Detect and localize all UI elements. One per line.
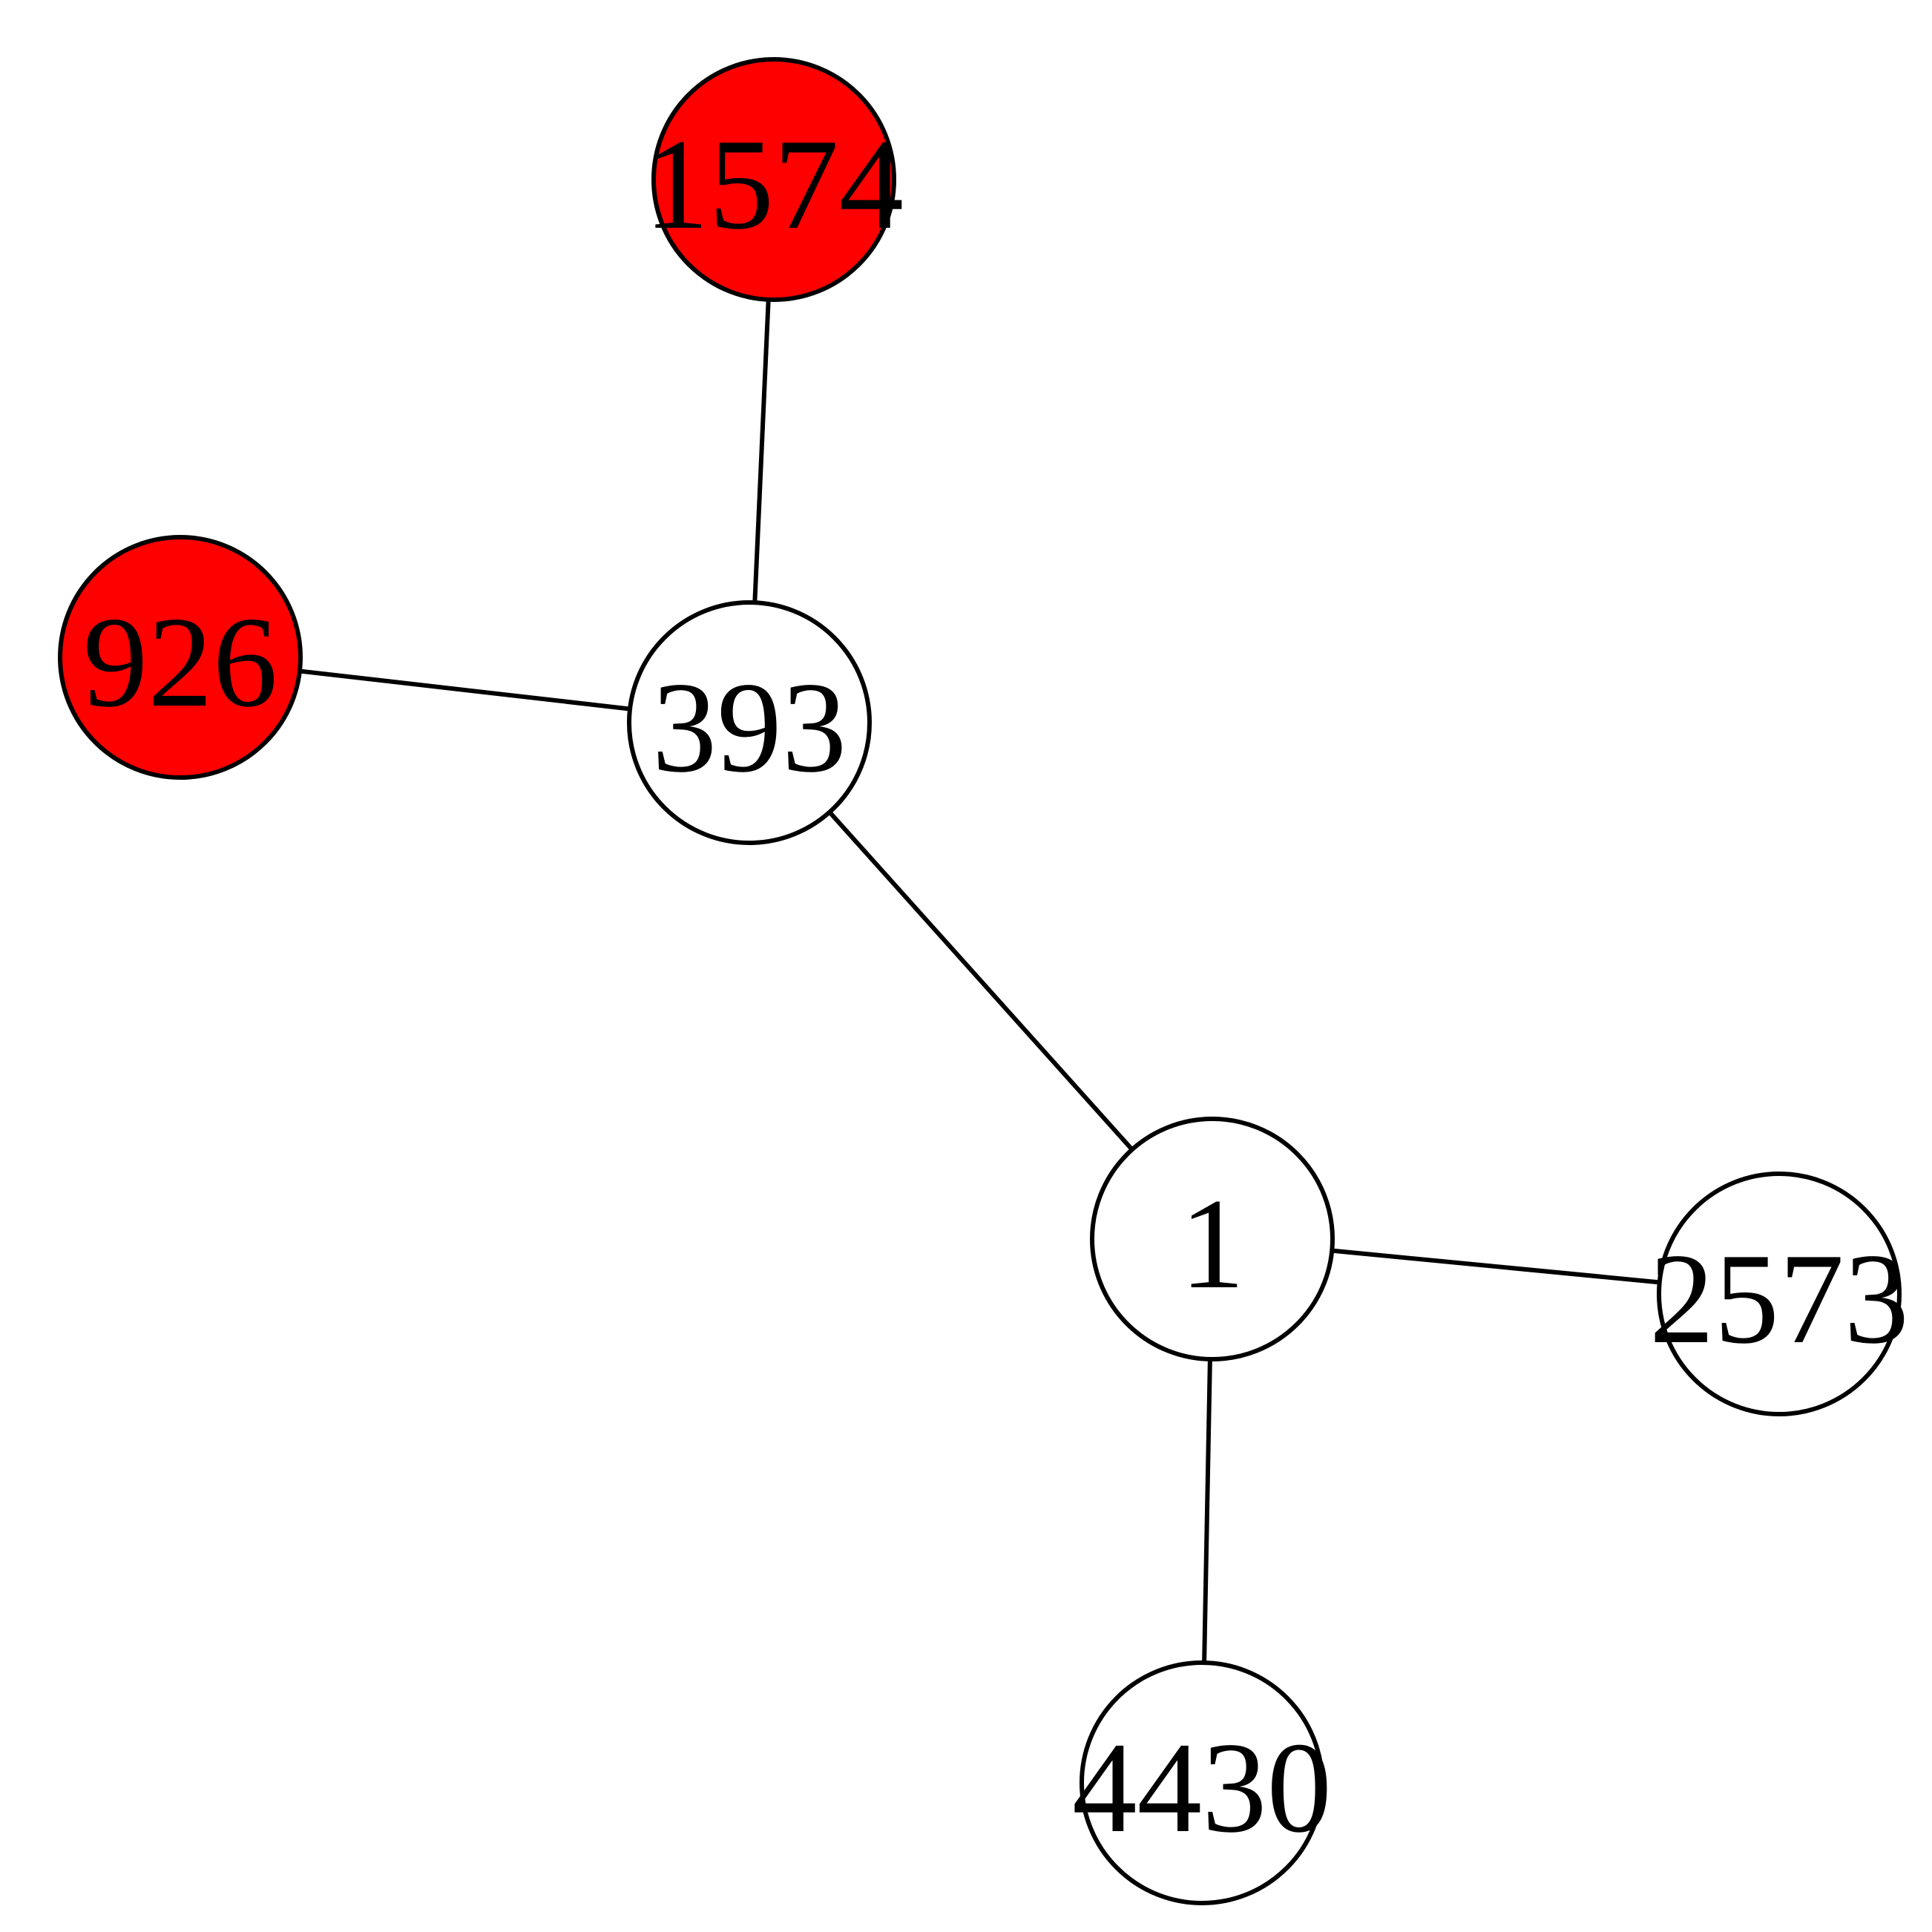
node-label-393: 393 xyxy=(652,655,847,799)
node-label-4430: 4430 xyxy=(1072,1715,1332,1859)
node-circle-1 xyxy=(1090,1117,1335,1361)
node-label-1574: 1574 xyxy=(644,112,904,256)
edge-layer xyxy=(180,179,1780,1784)
node-label-1: 1 xyxy=(1180,1172,1245,1315)
node-label-926: 926 xyxy=(83,590,278,734)
node-circle-393 xyxy=(627,600,872,845)
node-circle-926 xyxy=(58,535,303,780)
node-circle-1574 xyxy=(651,57,896,302)
node-circle-2573 xyxy=(1657,1172,1902,1416)
node-1: 1 xyxy=(1090,1117,1335,1361)
node-393: 393 xyxy=(627,600,872,845)
node-4430: 4430 xyxy=(1072,1660,1332,1905)
node-2573: 2573 xyxy=(1649,1172,1909,1416)
node-926: 926 xyxy=(58,535,303,780)
node-circle-4430 xyxy=(1080,1660,1324,1905)
node-label-2573: 2573 xyxy=(1649,1226,1909,1370)
node-1574: 1574 xyxy=(644,57,904,302)
node-layer: 1574 926 393 1 2573 4430 xyxy=(58,57,1909,1905)
